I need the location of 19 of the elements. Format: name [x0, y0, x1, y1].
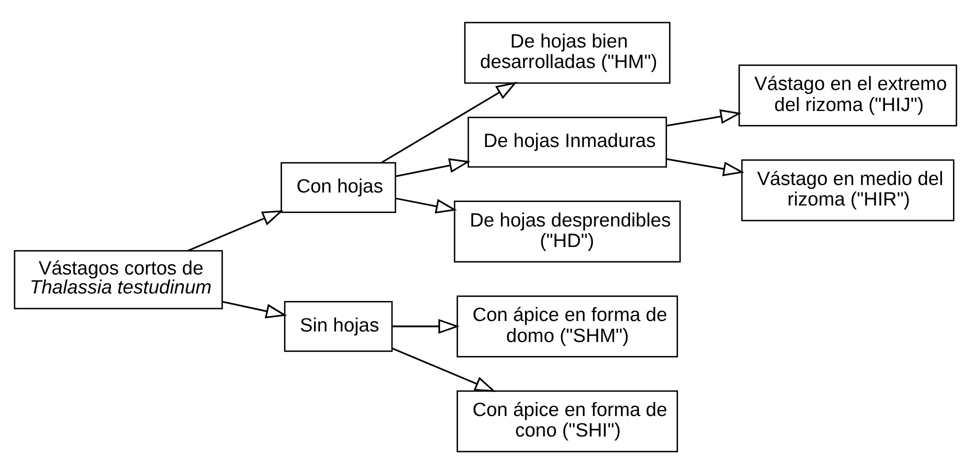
arrow	[666, 108, 742, 126]
node-box: Con hojas	[280, 162, 396, 212]
node-box: De hojas desprendibles ("HD")	[454, 200, 681, 262]
node-box: Vástago en el extremo del rizoma ("HIJ")	[738, 64, 958, 126]
node-box: De hojas Inmaduras	[468, 116, 667, 168]
arrow	[381, 81, 518, 163]
node-box: Con ápice en forma de cono ("SHI")	[456, 390, 678, 452]
arrow	[396, 197, 457, 214]
arrow	[222, 300, 288, 318]
arrow	[188, 210, 284, 251]
arrow	[396, 158, 470, 177]
arrow	[666, 158, 744, 176]
node-box: Vástago en medio del rizoma ("HIR")	[741, 158, 954, 221]
arrow	[392, 318, 460, 334]
node-box: Vástagos cortos de Thalassia testudinum	[14, 250, 223, 309]
node-box: Sin hojas	[284, 300, 393, 352]
node-box: De hojas bien desarrolladas ("HM")	[464, 21, 670, 84]
arrow	[392, 347, 496, 392]
node-box: Con ápice en forma de domo ("SHM")	[456, 294, 678, 357]
